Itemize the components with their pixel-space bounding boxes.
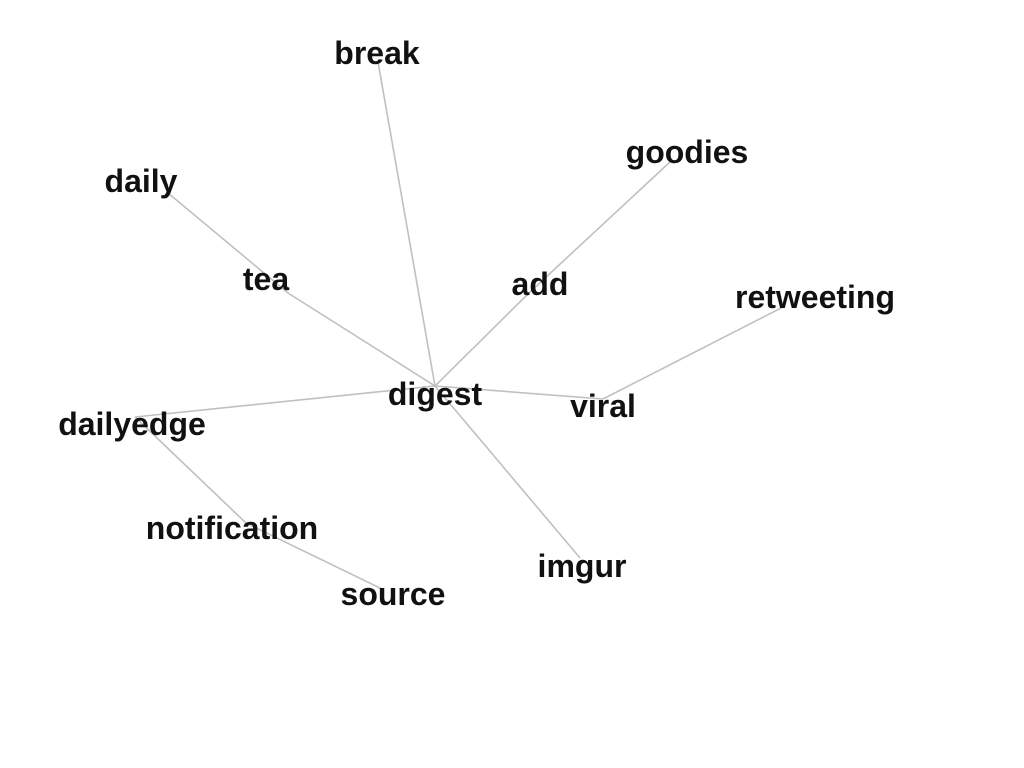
edge-digest-tea [287,292,436,387]
node-label-notification: notification [146,510,318,546]
node-label-break: break [334,35,420,71]
node-label-source: source [341,576,446,612]
edge-dailyedge-notification [134,416,247,524]
edge-notification-source [245,522,383,590]
edge-viral-retweeting [602,305,786,400]
node-label-imgur: imgur [538,548,627,584]
node-label-retweeting: retweeting [735,279,895,315]
edge-layer [134,61,786,590]
edge-add-goodies [529,161,671,293]
edge-digest-dailyedge [134,385,436,418]
node-label-tea: tea [243,261,289,297]
node-label-add: add [512,266,569,302]
node-label-goodies: goodies [626,134,749,170]
edge-digest-viral [434,385,604,400]
node-label-daily: daily [105,163,178,199]
edge-digest-imgur [434,385,581,559]
edge-digest-break [377,61,436,387]
node-layer: break goodies daily tea add retweeting digest v… [58,35,895,612]
edge-digest-add [434,291,531,387]
edge-tea-daily [167,192,289,294]
node-label-viral: viral [570,388,636,424]
node-label-digest: digest [388,376,483,412]
node-label-dailyedge: dailyedge [58,406,206,442]
